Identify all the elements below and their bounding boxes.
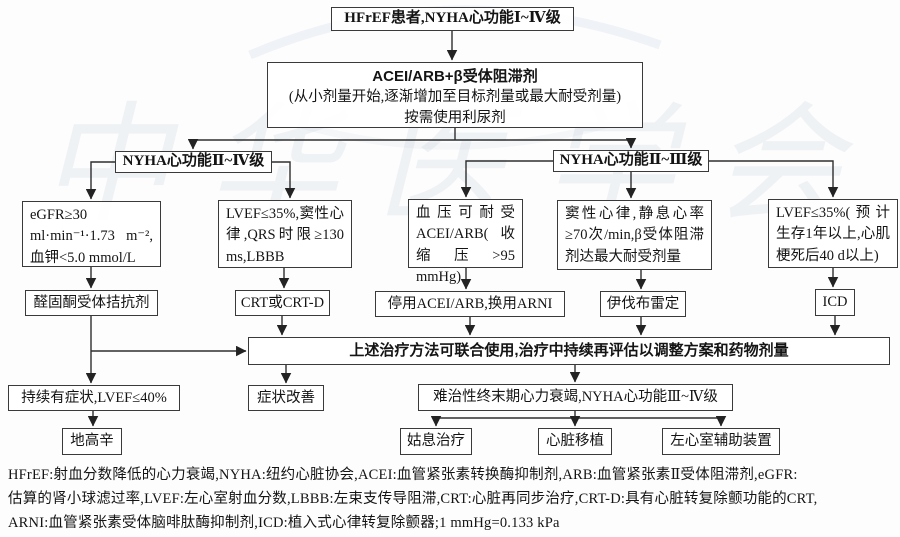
node-symptom-improved: 症状改善	[248, 385, 324, 411]
node-lvad: 左心室辅助装置	[662, 428, 780, 455]
node-cond-lvef-icd: LVEF≤35%(预计生存1年以上,心肌梗死后40 d以上)	[768, 199, 898, 268]
base-therapy-line2: (从小剂量开始,逐渐增加至目标剂量或最大耐受剂量)	[288, 89, 622, 105]
node-rx-crt: CRT或CRT-D	[235, 290, 330, 316]
node-palliative-care: 姑息治疗	[400, 428, 472, 455]
node-cond-lvef-qrs: LVEF≤35%,窦性心律,QRS时限≥130 ms,LBBB	[218, 200, 352, 268]
footnote-line-3: ARNI:血管紧张素受体脑啡肽酶抑制剂,ICD:植入式心律转复除颤器;1 mmH…	[8, 515, 560, 531]
node-nyha-2-3: NYHA心功能Ⅱ~Ⅲ级	[553, 150, 709, 172]
node-persistent-symptoms: 持续有症状,LVEF≤40%	[8, 385, 180, 411]
node-digoxin: 地高辛	[62, 428, 122, 455]
node-refractory: 难治性终末期心力衰竭,NYHA心功能Ⅲ~Ⅳ级	[418, 384, 733, 411]
node-combine: 上述治疗方法可联合使用,治疗中持续再评估以调整方案和药物剂量	[248, 337, 890, 365]
base-therapy-title: ACEI/ARB+β受体阻滞剂	[372, 68, 538, 85]
node-nyha-2-4: NYHA心功能Ⅱ~Ⅳ级	[115, 151, 272, 173]
node-rx-mra: 醛固酮受体拮抗剂	[25, 290, 158, 316]
node-heart-transplant: 心脏移植	[538, 428, 612, 455]
node-cond-bp: 血压可耐受ACEI/ARB(收缩压>95 mmHg)	[408, 199, 523, 285]
base-therapy-line3: 按需使用利尿剂	[404, 110, 506, 126]
node-rx-ivabradine: 伊伐布雷定	[600, 291, 686, 317]
node-rx-icd: ICD	[815, 289, 855, 316]
footnote-line-1: HFrEF:射血分数降低的心力衰竭,NYHA:纽约心脏协会,ACEI:血管紧张素…	[8, 467, 798, 483]
node-rx-arni: 停用ACEI/ARB,换用ARNI	[375, 291, 565, 317]
footnote-line-2: 估算的肾小球滤过率,LVEF:左心室射血分数,LBBB:左束支传导阻滞,CRT:…	[8, 491, 818, 507]
footnote: HFrEF:射血分数降低的心力衰竭,NYHA:纽约心脏协会,ACEI:血管紧张素…	[8, 463, 898, 535]
node-cond-egfr: eGFR≥30 ml·min⁻¹·1.73 m⁻²,血钾<5.0 mmol/L	[22, 201, 161, 267]
node-start: HFrEF患者,NYHA心功能Ⅰ~Ⅳ级	[331, 7, 574, 31]
node-base-therapy: ACEI/ARB+β受体阻滞剂 (从小剂量开始,逐渐增加至目标剂量或最大耐受剂量…	[267, 62, 643, 128]
node-cond-sinus: 窦性心律,静息心率≥70次/min,β受体阻滞剂达最大耐受剂量	[557, 200, 712, 270]
